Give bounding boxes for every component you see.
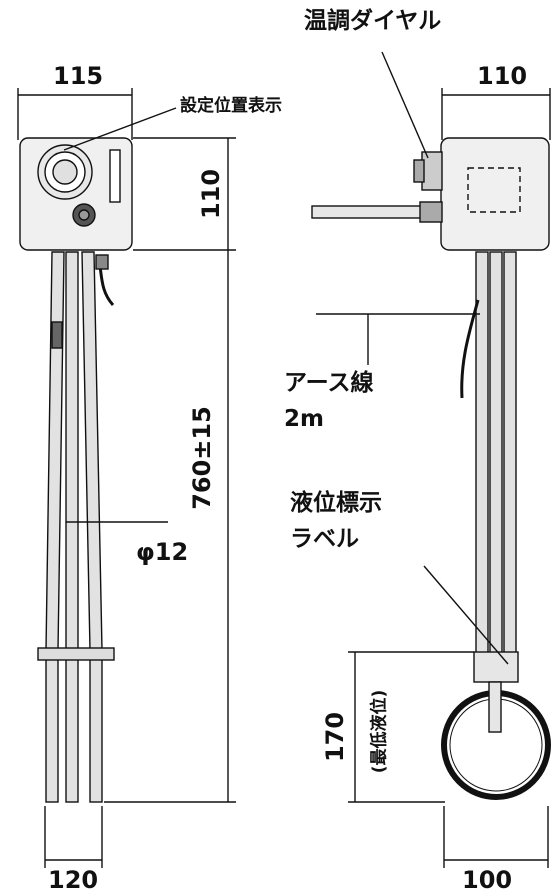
front-clamp xyxy=(37,647,115,661)
side-width-bottom: 100 xyxy=(462,866,513,894)
side-probe xyxy=(311,205,433,219)
pipe-diameter: φ12 xyxy=(136,538,189,566)
front-cable xyxy=(98,264,115,307)
side-cable xyxy=(460,299,480,399)
front-box-height: 110 xyxy=(197,168,226,220)
min-level-dim: 170 xyxy=(321,711,350,763)
side-width-top: 110 xyxy=(477,62,528,90)
setting-position-label: 設定位置表示 xyxy=(180,96,282,116)
front-pipes xyxy=(45,251,103,803)
min-level-label: (最低液位) xyxy=(369,689,390,774)
front-width-top: 115 xyxy=(53,62,104,90)
side-control-box xyxy=(440,137,550,251)
earth-wire-label: アース線 xyxy=(284,370,374,396)
front-width-bottom: 120 xyxy=(48,866,99,894)
front-slot xyxy=(109,149,121,203)
dial-label: 温調ダイヤル xyxy=(304,8,442,34)
level-label-line1: 液位標示 xyxy=(290,490,382,516)
level-label-line2: ラベル xyxy=(290,526,359,552)
earth-wire-length: 2m xyxy=(284,406,324,432)
side-pipes xyxy=(475,251,517,663)
front-length: 760±15 xyxy=(187,406,216,510)
